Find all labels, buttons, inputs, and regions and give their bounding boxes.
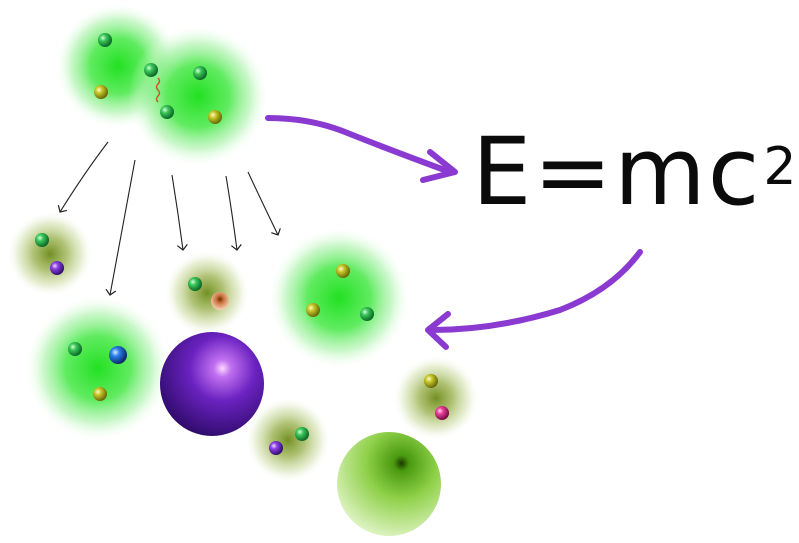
particle-purple (269, 441, 283, 455)
gluon-squiggle (155, 77, 161, 103)
diagram-canvas (8, 4, 643, 536)
decay-arrow (57, 141, 109, 213)
olive-cloud (394, 356, 478, 440)
particle-olive (424, 374, 438, 388)
equation-mass-c: mc (614, 118, 762, 227)
meson-right (394, 356, 478, 440)
decay-arrow (105, 159, 136, 296)
olive-cloud (246, 398, 330, 482)
decay-arrow (247, 171, 281, 236)
decay-arrow (171, 174, 188, 251)
equation-equals: = (533, 118, 615, 227)
particle-green (360, 307, 374, 321)
purple-sphere (160, 332, 264, 436)
particle-blue (109, 346, 127, 364)
particle-olive (306, 303, 320, 317)
particle-green (188, 277, 202, 291)
decay-arrow (225, 175, 242, 251)
equation-exponent: 2 (763, 137, 799, 197)
top-nucleus (56, 4, 268, 166)
diagram-svg (8, 4, 643, 536)
particle-green (144, 63, 158, 77)
baryon-center (269, 228, 409, 368)
particle-olive (208, 110, 222, 124)
meson-bottom (246, 398, 330, 482)
olive-cloud (165, 251, 249, 335)
particle-olive (336, 264, 350, 278)
equation-energy: E (472, 118, 534, 227)
particle-purple (50, 261, 64, 275)
particle-green (160, 105, 174, 119)
decay-arrows (57, 141, 281, 296)
particle-green (68, 342, 82, 356)
particle-green (35, 233, 49, 247)
bright-cloud (269, 228, 409, 368)
particle-orange (211, 292, 229, 310)
olive-cloud (8, 212, 92, 296)
baryon-left (26, 296, 170, 440)
meson-left (8, 212, 92, 296)
lime-sphere (337, 432, 441, 536)
arrow-from-equation (425, 249, 643, 350)
meson-middle (165, 251, 249, 335)
top-cloud-right (128, 26, 268, 166)
particle-pink (435, 406, 449, 420)
particle-olive (93, 387, 107, 401)
equation-e-mc2: E=mc2 (472, 118, 797, 248)
particle-green (193, 66, 207, 80)
particle-olive (94, 85, 108, 99)
particle-green (295, 427, 309, 441)
particle-green (98, 33, 112, 47)
arrow-to-equation (265, 115, 458, 183)
bright-cloud (26, 296, 170, 440)
